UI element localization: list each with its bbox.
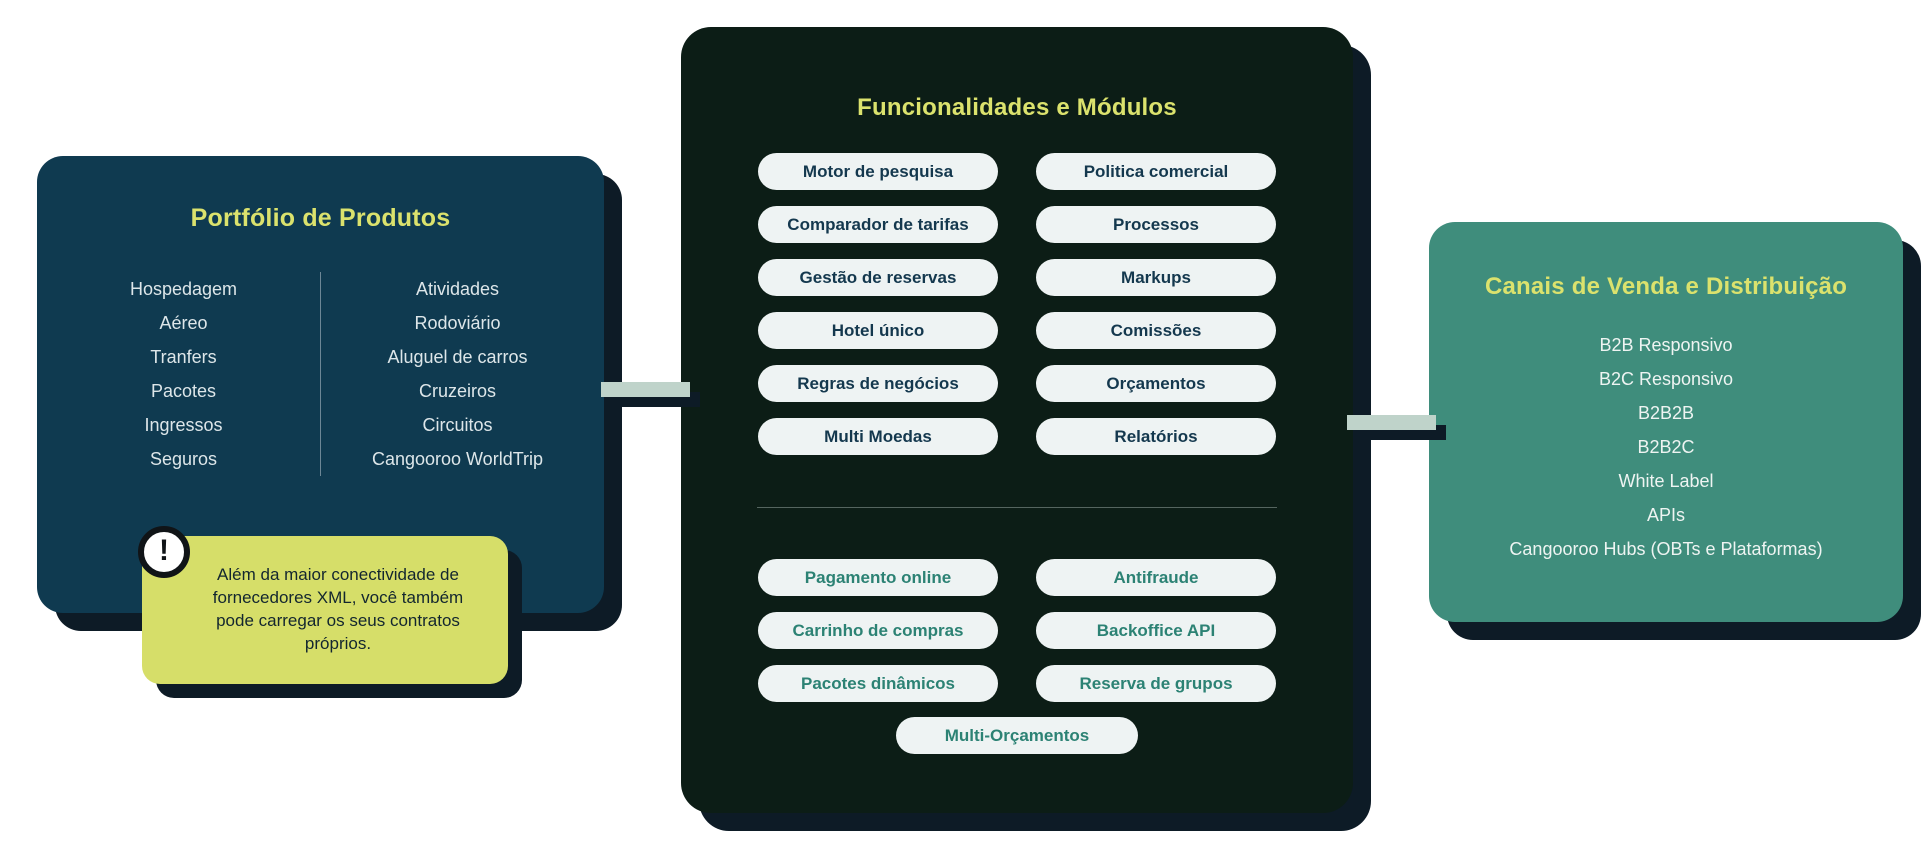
module-pill: Pacotes dinâmicos	[758, 665, 998, 702]
channels-panel: Canais de Venda e Distribuição B2B Respo…	[1429, 222, 1903, 622]
module-pill: Processos	[1036, 206, 1276, 243]
product-item: Pacotes	[150, 381, 217, 401]
module-pill: Motor de pesquisa	[758, 153, 998, 190]
module-pill-multi-orcamentos: Multi-Orçamentos	[896, 717, 1138, 754]
module-pill: Reserva de grupos	[1036, 665, 1276, 702]
xml-connectivity-callout: ! Além da maior conectividade de fornece…	[138, 526, 508, 684]
channel-item: White Label	[1618, 471, 1714, 491]
products-column-2: Atividades Rodoviário Aluguel de carros …	[321, 272, 594, 476]
product-item: Aéreo	[159, 313, 208, 333]
modules-grid-bottom: Pagamento online Antifraude Carrinho de …	[681, 559, 1353, 702]
channels-panel-title: Canais de Venda e Distribuição	[1484, 273, 1848, 300]
module-pill: Antifraude	[1036, 559, 1276, 596]
module-pill: Multi Moedas	[758, 418, 998, 455]
module-pill: Relatórios	[1036, 418, 1276, 455]
product-item: Tranfers	[150, 347, 217, 367]
module-pill: Carrinho de compras	[758, 612, 998, 649]
product-item: Aluguel de carros	[387, 347, 528, 367]
module-pill: Comissões	[1036, 312, 1276, 349]
module-pill: Politica comercial	[1036, 153, 1276, 190]
products-columns: Hospedagem Aéreo Tranfers Pacotes Ingres…	[37, 272, 604, 476]
product-item: Rodoviário	[414, 313, 501, 333]
module-pill: Hotel único	[758, 312, 998, 349]
modules-grid-top: Motor de pesquisa Politica comercial Com…	[681, 153, 1353, 455]
module-pill: Backoffice API	[1036, 612, 1276, 649]
module-pill: Markups	[1036, 259, 1276, 296]
connector-center-right	[1347, 415, 1436, 430]
connector-left-center	[601, 382, 690, 397]
channel-item: B2B2B	[1637, 403, 1695, 423]
product-item: Circuitos	[422, 415, 493, 435]
products-column-1: Hospedagem Aéreo Tranfers Pacotes Ingres…	[47, 272, 320, 476]
module-pill: Regras de negócios	[758, 365, 998, 402]
channels-list: B2B Responsivo B2C Responsivo B2B2B B2B2…	[1429, 328, 1903, 566]
section-divider	[757, 507, 1277, 508]
channel-item: Cangooroo Hubs (OBTs e Plataformas)	[1509, 539, 1823, 559]
channel-item: B2C Responsivo	[1598, 369, 1734, 389]
modules-panel-title: Funcionalidades e Módulos	[857, 94, 1177, 121]
product-item: Atividades	[415, 279, 500, 299]
module-pill: Orçamentos	[1036, 365, 1276, 402]
exclamation-icon: !	[138, 526, 190, 578]
module-pill: Gestão de reservas	[758, 259, 998, 296]
column-divider	[320, 272, 321, 476]
channel-item: APIs	[1646, 505, 1685, 525]
exclamation-glyph: !	[159, 533, 169, 567]
channel-item: B2B2C	[1637, 437, 1695, 457]
modules-panel: Funcionalidades e Módulos Motor de pesqu…	[681, 27, 1353, 813]
product-item: Seguros	[149, 449, 218, 469]
products-panel-title: Portfólio de Produtos	[190, 204, 451, 232]
module-pill: Comparador de tarifas	[758, 206, 998, 243]
module-pill: Pagamento online	[758, 559, 998, 596]
product-item: Cangooroo WorldTrip	[371, 449, 544, 469]
product-item: Cruzeiros	[418, 381, 497, 401]
callout-text: Além da maior conectividade de fornecedo…	[212, 565, 464, 653]
channel-item: B2B Responsivo	[1599, 335, 1733, 355]
product-item: Ingressos	[144, 415, 223, 435]
product-item: Hospedagem	[129, 279, 238, 299]
